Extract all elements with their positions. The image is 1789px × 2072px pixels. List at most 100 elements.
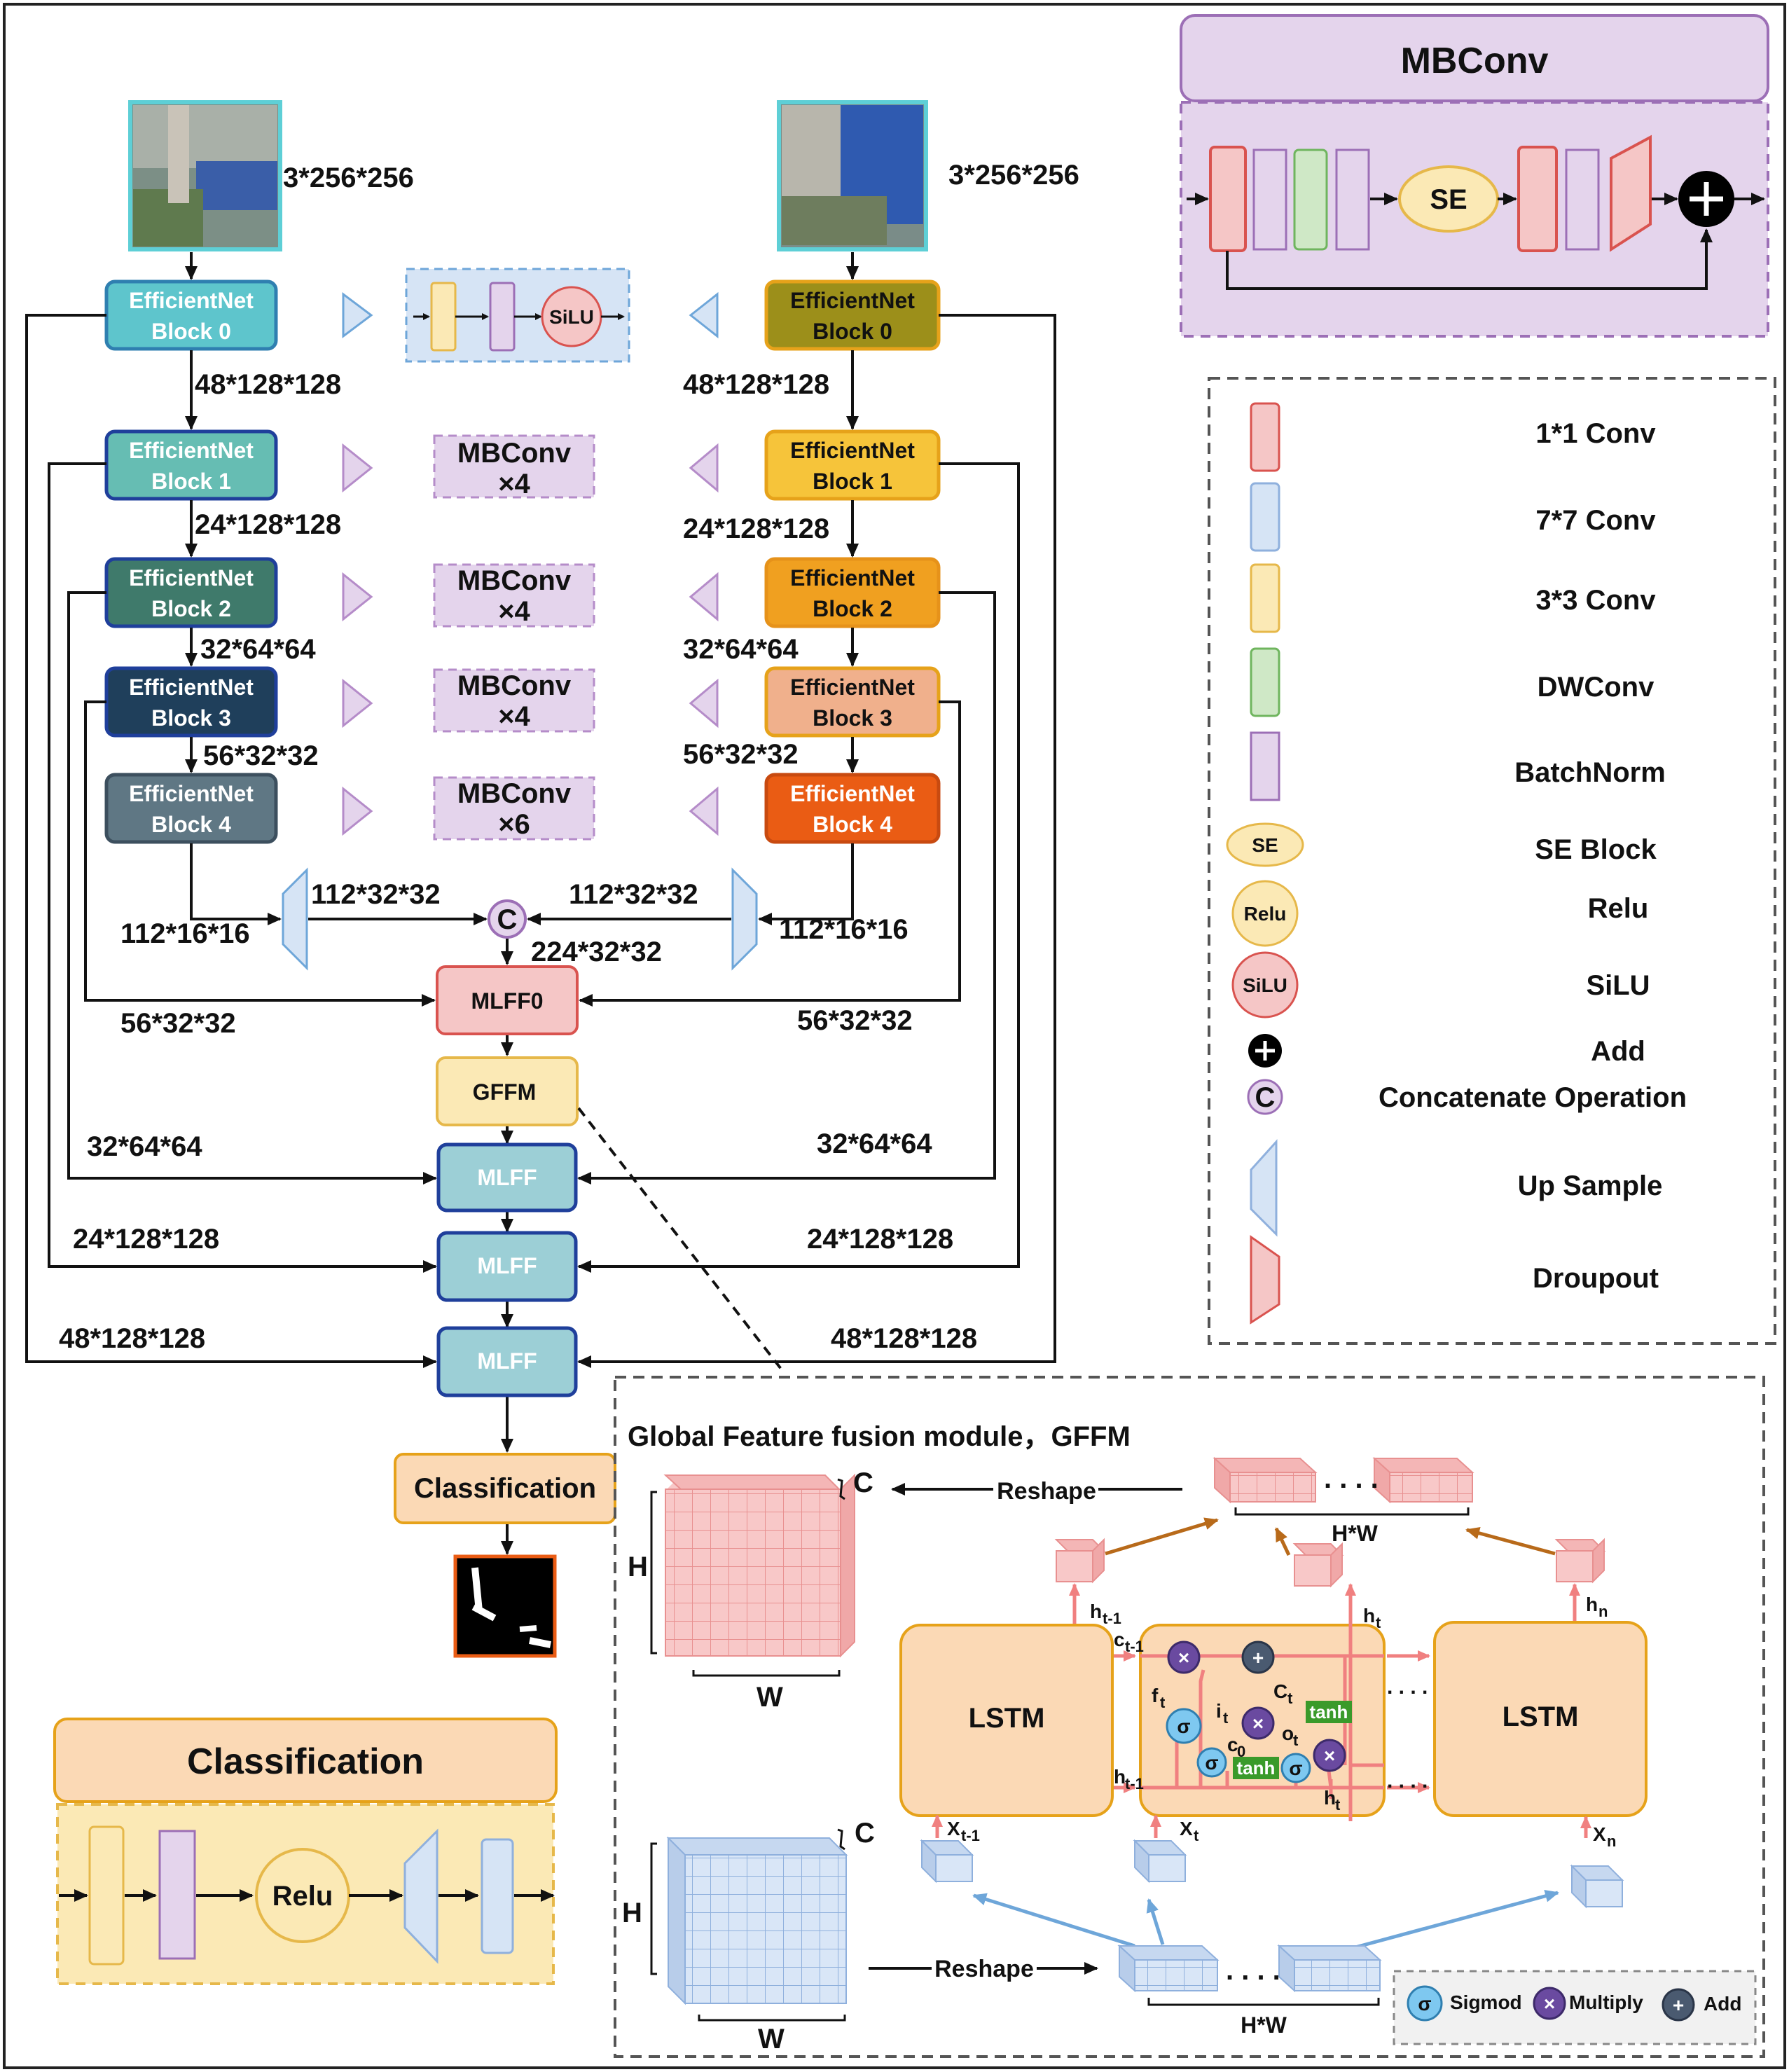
forget-multiply-node — [1167, 1641, 1201, 1674]
legend-sigmoid-label: Sigmod — [1450, 1991, 1522, 2013]
cls-batchnorm — [158, 1830, 196, 1960]
mbconv-x4-2-line1: MBConv — [457, 565, 572, 596]
legend-add-label: Add — [1591, 1036, 1645, 1067]
right-block-2-line1: EfficientNet — [790, 565, 915, 590]
f-t: f — [1152, 1685, 1159, 1706]
tanh-input-label: tanh — [1237, 1757, 1276, 1779]
right-size-56: 56*32*32 — [683, 739, 799, 770]
input-sigmoid — [1196, 1747, 1227, 1778]
upsample-right — [731, 867, 758, 971]
cell-notation: h t-1 h t h n c t-1 C t f t i t o t c 0 … — [947, 1594, 1616, 1850]
mb-conv1x1-a — [1209, 146, 1247, 252]
left-size-56: 56*32*32 — [203, 740, 319, 771]
conv-1x1-icon — [1250, 402, 1280, 472]
blue-cube-w: W — [758, 2024, 785, 2054]
side-32-right: 32*64*64 — [817, 1128, 932, 1159]
right-block-4 — [764, 773, 941, 844]
mbconv-x6-line2: ×6 — [498, 809, 530, 840]
bottom-dots: . . . . — [1226, 1955, 1280, 1986]
stem-conv-3x3 — [430, 282, 457, 352]
gffm-detail-connector — [577, 1107, 785, 1373]
side-24-right: 24*128*128 — [807, 1224, 953, 1255]
right-size-24: 24*128*128 — [683, 513, 829, 544]
se-block-icon — [1226, 822, 1304, 867]
input-sigmoid-symbol: σ — [1205, 1752, 1218, 1774]
silu-icon — [1231, 951, 1299, 1018]
multiply-icon-symbol: × — [1544, 1993, 1555, 2015]
legend-batchnorm-label: BatchNorm — [1514, 757, 1666, 788]
output-feature-cube — [663, 1473, 855, 1658]
h-t-1-top-sub: t-1 — [1103, 1610, 1121, 1627]
input-size-left: 3*256*256 — [283, 163, 414, 193]
right-block-4-line2: Block 4 — [813, 812, 892, 837]
lstm-right — [1433, 1621, 1648, 1817]
concat-icon-text: C — [1255, 1082, 1276, 1113]
gffm-node — [436, 1056, 579, 1126]
output-multiply-symbol: × — [1324, 1745, 1335, 1767]
input-multiply-node — [1241, 1706, 1275, 1740]
h-t-1-bottom: h — [1114, 1766, 1126, 1788]
forget-sigmoid — [1166, 1708, 1202, 1744]
mbconv-x4-3-line2: ×4 — [498, 701, 530, 732]
mb-dropout — [1610, 134, 1652, 252]
concat-icon — [1247, 1079, 1283, 1115]
input-multiply-symbol: × — [1252, 1713, 1264, 1734]
dwconv-icon — [1250, 647, 1280, 717]
input-slices — [920, 1839, 1624, 1909]
aggregate-arrows — [1105, 1517, 1556, 1556]
legend-silu-label: SiLU — [1586, 970, 1650, 1001]
blue-cube-h: H — [622, 1898, 642, 1928]
flattened-top-bars — [1213, 1456, 1474, 1504]
top-hw: H*W — [1332, 1521, 1379, 1546]
left-size-48: 48*128*128 — [195, 369, 341, 400]
gffm-panel: Global Feature fusion module，GFFM H W C … — [614, 1376, 1765, 2058]
classification-node-label: Classification — [414, 1473, 596, 1504]
mbconv-panel: MBConv SE — [1180, 14, 1769, 338]
up-out-left-size: 112*32*32 — [311, 879, 441, 910]
se-block-icon-text: SE — [1252, 834, 1278, 856]
concat-symbol: C — [497, 904, 518, 935]
h-n-top: h — [1586, 1594, 1598, 1615]
conv-7x7-icon — [1250, 482, 1280, 552]
split-arrows — [972, 1889, 1559, 1952]
up-in-right-size: 112*16*16 — [779, 914, 909, 945]
right-size-32: 32*64*64 — [683, 634, 799, 665]
mlff-node-1 — [436, 1142, 578, 1213]
mbconv-panel-title: MBConv — [1401, 41, 1549, 81]
stem-batchnorm — [489, 282, 516, 352]
sigmoid-icon — [1407, 1985, 1443, 2022]
outer-border — [3, 3, 1786, 2069]
mbconv-x4-1-line2: ×4 — [498, 469, 530, 499]
c-t-1: c — [1114, 1629, 1125, 1650]
reshape-top: Reshape — [997, 1478, 1096, 1505]
legend-add-mini-label: Add — [1704, 1993, 1741, 2015]
side-48-right: 48*128*128 — [831, 1323, 977, 1354]
mlff-node-3 — [436, 1326, 578, 1397]
legend-panel: 1*1 Conv 7*7 Conv 3*3 Conv DWConv BatchN… — [1208, 377, 1776, 1345]
blue-cube-c: C — [855, 1818, 875, 1849]
dropout-icon — [1250, 1235, 1280, 1325]
legend-relu-label: Relu — [1588, 893, 1649, 924]
cell-add-symbol: + — [1252, 1647, 1264, 1669]
x-n-sub: n — [1607, 1832, 1616, 1850]
mlff0-label: MLFF0 — [471, 988, 543, 1014]
c-0: c — [1227, 1734, 1238, 1755]
cls-relu-label: Relu — [272, 1881, 333, 1912]
h-n-top-sub: n — [1598, 1603, 1608, 1620]
input-image-right — [777, 100, 928, 251]
C-t-sub: t — [1287, 1690, 1293, 1707]
legend-dwconv-label: DWConv — [1538, 672, 1655, 703]
right-block-3-line1: EfficientNet — [790, 675, 915, 700]
side-56-left: 56*32*32 — [120, 1008, 236, 1039]
red-cube-w: W — [757, 1682, 783, 1713]
cls-conv-3x3 — [88, 1825, 125, 1966]
top-dots: . . . . — [1324, 1463, 1379, 1494]
left-block-1-line2: Block 1 — [151, 469, 231, 494]
input-feature-cube — [666, 1836, 848, 2005]
legend-se-label: SE Block — [1535, 834, 1657, 865]
reshape-bottom: Reshape — [934, 1956, 1034, 1982]
silu-icon-text: SiLU — [1243, 974, 1287, 996]
up-in-left-size: 112*16*16 — [120, 918, 250, 949]
relu-icon-text: Relu — [1244, 903, 1287, 925]
mbconv-x4-1-line1: MBConv — [457, 438, 572, 469]
